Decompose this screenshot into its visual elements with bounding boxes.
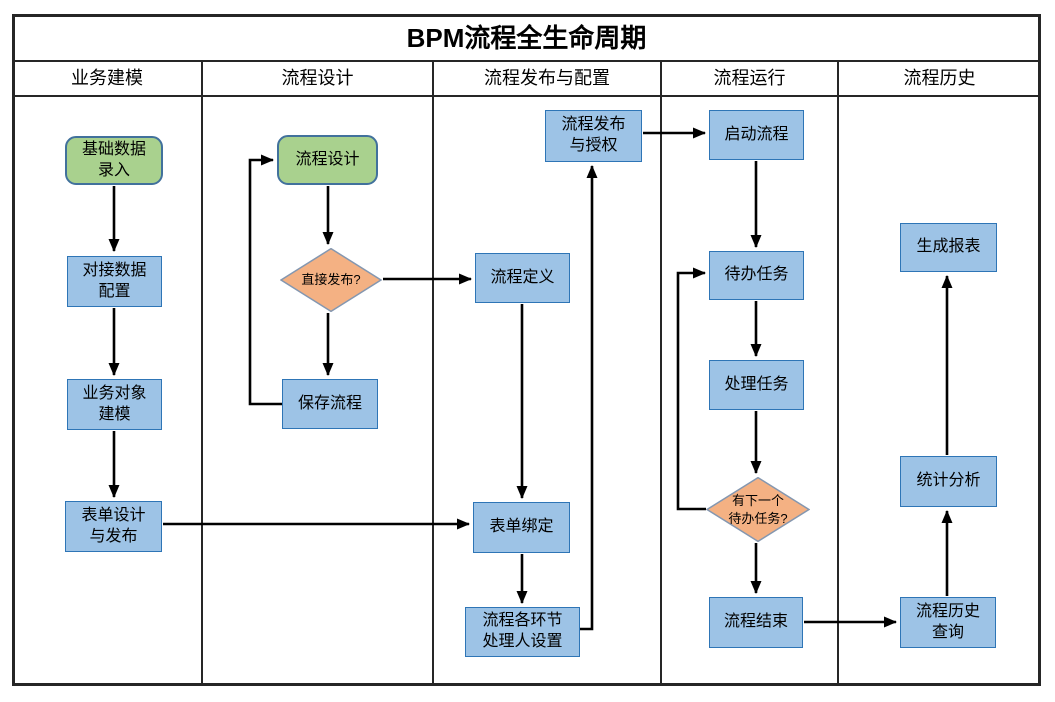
node-object-modeling: 业务对象 建模 bbox=[67, 379, 162, 430]
lane-header-publish-config: 流程发布与配置 bbox=[484, 68, 610, 88]
node-object-modeling-label: 业务对象 建模 bbox=[82, 384, 147, 423]
node-save-process: 保存流程 bbox=[282, 379, 378, 429]
node-handler-setting-label: 流程各环节 处理人设置 bbox=[482, 612, 563, 650]
node-data-config: 对接数据 配置 bbox=[67, 256, 162, 307]
node-next-todo-decision: 有下一个 待办任务? bbox=[706, 477, 810, 542]
node-basic-data-entry-label: 基础数据 录入 bbox=[81, 140, 146, 179]
decision-diamond-shape bbox=[706, 477, 810, 542]
node-process-definition-label: 流程定义 bbox=[490, 268, 555, 286]
lane-divider-4 bbox=[837, 60, 839, 686]
node-basic-data-entry: 基础数据 录入 bbox=[65, 136, 163, 185]
header-row-divider bbox=[12, 95, 1041, 97]
node-history-query: 流程历史 查询 bbox=[900, 597, 996, 648]
lane-divider-1 bbox=[201, 60, 203, 686]
lane-header-process-history: 流程历史 bbox=[903, 68, 976, 88]
lane-header-process-run: 流程运行 bbox=[713, 68, 786, 88]
lane-divider-3 bbox=[660, 60, 662, 686]
node-form-binding-label: 表单绑定 bbox=[489, 518, 554, 536]
node-save-process-label: 保存流程 bbox=[297, 394, 362, 412]
node-history-query-label: 流程历史 查询 bbox=[915, 602, 980, 641]
node-publish-auth: 流程发布 与授权 bbox=[545, 110, 642, 162]
title-row-divider bbox=[12, 60, 1041, 62]
node-process-end: 流程结束 bbox=[709, 597, 803, 648]
decision-diamond-shape bbox=[280, 248, 382, 312]
node-handle-task: 处理任务 bbox=[709, 360, 804, 410]
node-process-design: 流程设计 bbox=[277, 135, 378, 185]
node-process-design-label: 流程设计 bbox=[295, 150, 360, 168]
node-handler-setting: 流程各环节 处理人设置 bbox=[465, 607, 580, 657]
node-form-design: 表单设计 与发布 bbox=[65, 501, 162, 552]
lane-header-business-modeling: 业务建模 bbox=[71, 68, 143, 88]
node-process-end-label: 流程结束 bbox=[723, 613, 788, 631]
node-generate-report: 生成报表 bbox=[900, 223, 997, 272]
diagram-outer-border bbox=[12, 14, 1041, 686]
node-generate-report-label: 生成报表 bbox=[916, 238, 981, 256]
node-todo-task-label: 待办任务 bbox=[724, 266, 789, 284]
diagram-title: BPM流程全生命周期 bbox=[406, 23, 647, 53]
node-direct-publish-label: 直接发布? bbox=[301, 272, 361, 288]
node-statistics: 统计分析 bbox=[900, 456, 997, 507]
node-todo-task: 待办任务 bbox=[709, 251, 804, 300]
node-start-process-label: 启动流程 bbox=[724, 125, 789, 143]
lane-header-process-design: 流程设计 bbox=[281, 68, 354, 88]
node-direct-publish-decision: 直接发布? bbox=[280, 248, 382, 312]
node-data-config-label: 对接数据 配置 bbox=[82, 261, 147, 300]
node-process-definition: 流程定义 bbox=[475, 253, 570, 303]
node-publish-auth-label: 流程发布 与授权 bbox=[561, 116, 626, 154]
node-start-process: 启动流程 bbox=[709, 110, 804, 160]
lane-divider-2 bbox=[432, 60, 434, 686]
node-next-todo-label: 有下一个 待办任务? bbox=[728, 492, 788, 526]
node-statistics-label: 统计分析 bbox=[916, 472, 981, 490]
node-form-binding: 表单绑定 bbox=[473, 502, 570, 553]
node-handle-task-label: 处理任务 bbox=[724, 375, 789, 393]
node-form-design-label: 表单设计 与发布 bbox=[81, 506, 146, 545]
